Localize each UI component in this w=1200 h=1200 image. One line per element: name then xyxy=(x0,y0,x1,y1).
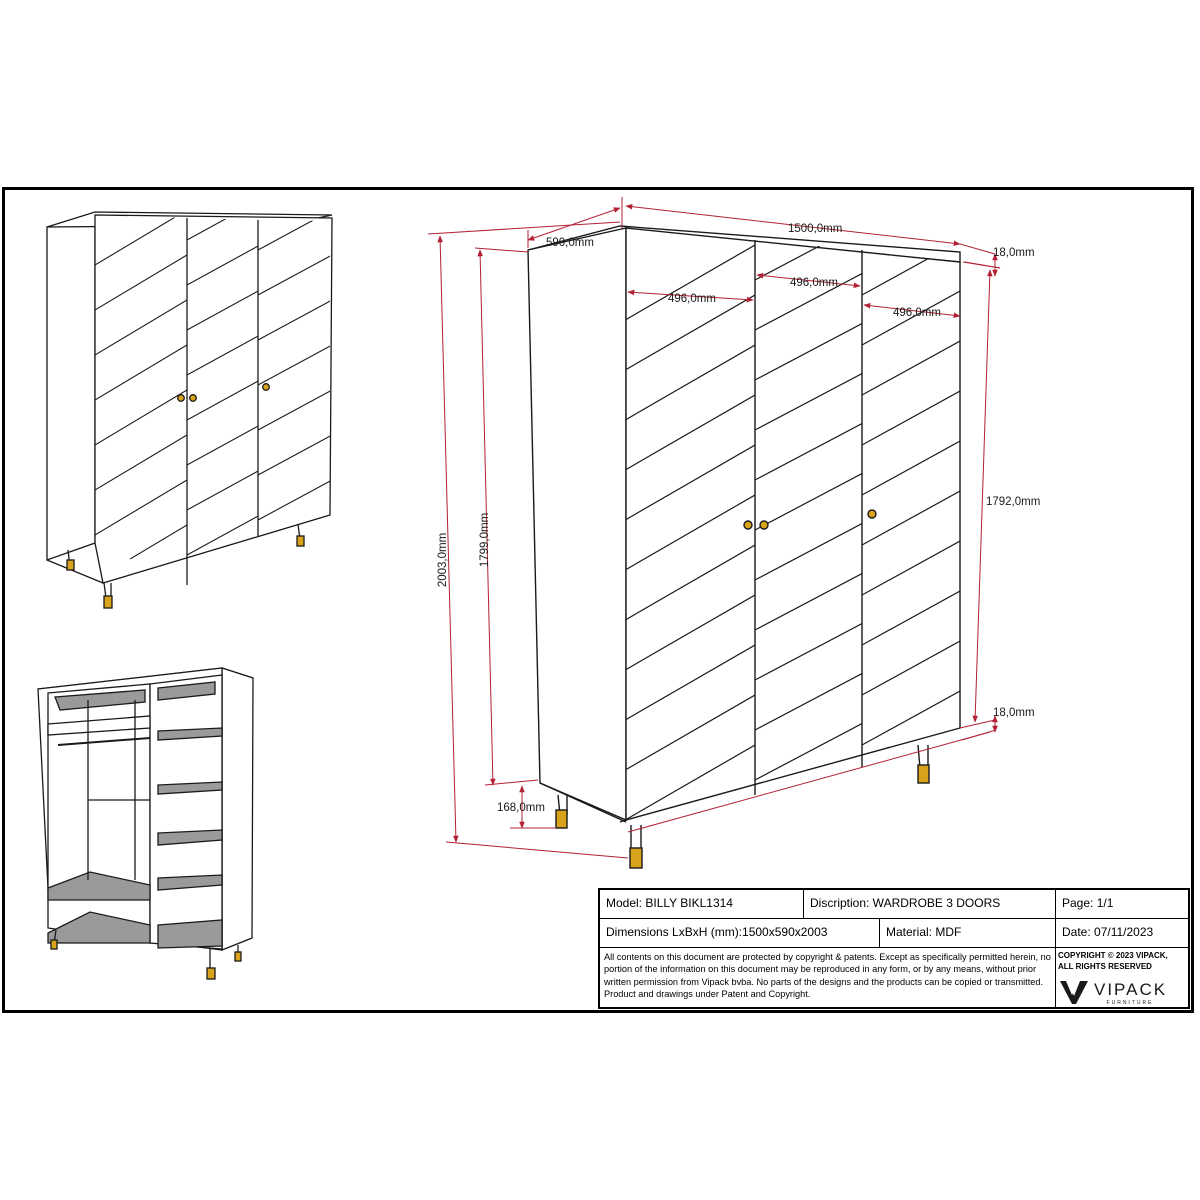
model-text: Model: BILLY BIKL1314 xyxy=(606,896,733,910)
door-right-label: 496,0mm xyxy=(893,307,941,319)
door-height-label: 1792,0mm xyxy=(986,496,1040,508)
material-text: Material: MDF xyxy=(886,925,962,939)
open-wardrobe-view xyxy=(37,667,254,980)
top-thickness-label: 18,0mm xyxy=(993,247,1035,259)
page-text: Page: 1/1 xyxy=(1062,896,1114,910)
bottom-thickness-label: 18,0mm xyxy=(993,707,1035,719)
copyright-notice: All contents on this document are protec… xyxy=(600,948,1056,1007)
drawing-frame xyxy=(2,187,1194,1013)
description-cell: Discription: WARDROBE 3 DOORS xyxy=(804,890,1056,919)
model-cell: Model: BILLY BIKL1314 xyxy=(600,890,804,919)
door-mid-label: 496,0mm xyxy=(790,277,838,289)
logo-subtext: FURNITURE xyxy=(1107,1000,1154,1006)
dimensions-cell: Dimensions LxBxH (mm):1500x590x2003 xyxy=(600,919,880,948)
main-wardrobe-view xyxy=(527,225,961,869)
date-cell: Date: 07/11/2023 xyxy=(1056,919,1188,948)
width-label: 1500,0mm xyxy=(788,223,842,235)
total-height-label: 2003,0mm xyxy=(437,533,449,587)
depth-label: 590,0mm xyxy=(546,237,594,249)
description-text: Discription: WARDROBE 3 DOORS xyxy=(810,896,1001,910)
dimension-lines xyxy=(427,197,1001,859)
date-text: Date: 07/11/2023 xyxy=(1062,925,1154,939)
door-left-label: 496,0mm xyxy=(668,293,716,305)
material-cell: Material: MDF xyxy=(880,919,1056,948)
logo-text: VIPACK xyxy=(1094,980,1167,999)
vipack-logo: VIPACK FURNITURE xyxy=(1060,980,1167,1006)
dimensions-text: Dimensions LxBxH (mm):1500x590x2003 xyxy=(606,925,828,939)
dimension-labels: 590,0mm 1500,0mm 18,0mm 496,0mm 496,0mm … xyxy=(437,223,1040,814)
body-height-label: 1799,0mm xyxy=(479,513,491,567)
copyright-text: COPYRIGHT © 2023 VIPACK, ALL RIGHTS RESE… xyxy=(1058,951,1168,971)
leg-height-label: 168,0mm xyxy=(497,802,545,814)
page-cell: Page: 1/1 xyxy=(1056,890,1188,919)
closed-wardrobe-view xyxy=(46,211,333,609)
title-block: Model: BILLY BIKL1314 Discription: WARDR… xyxy=(598,888,1190,1009)
